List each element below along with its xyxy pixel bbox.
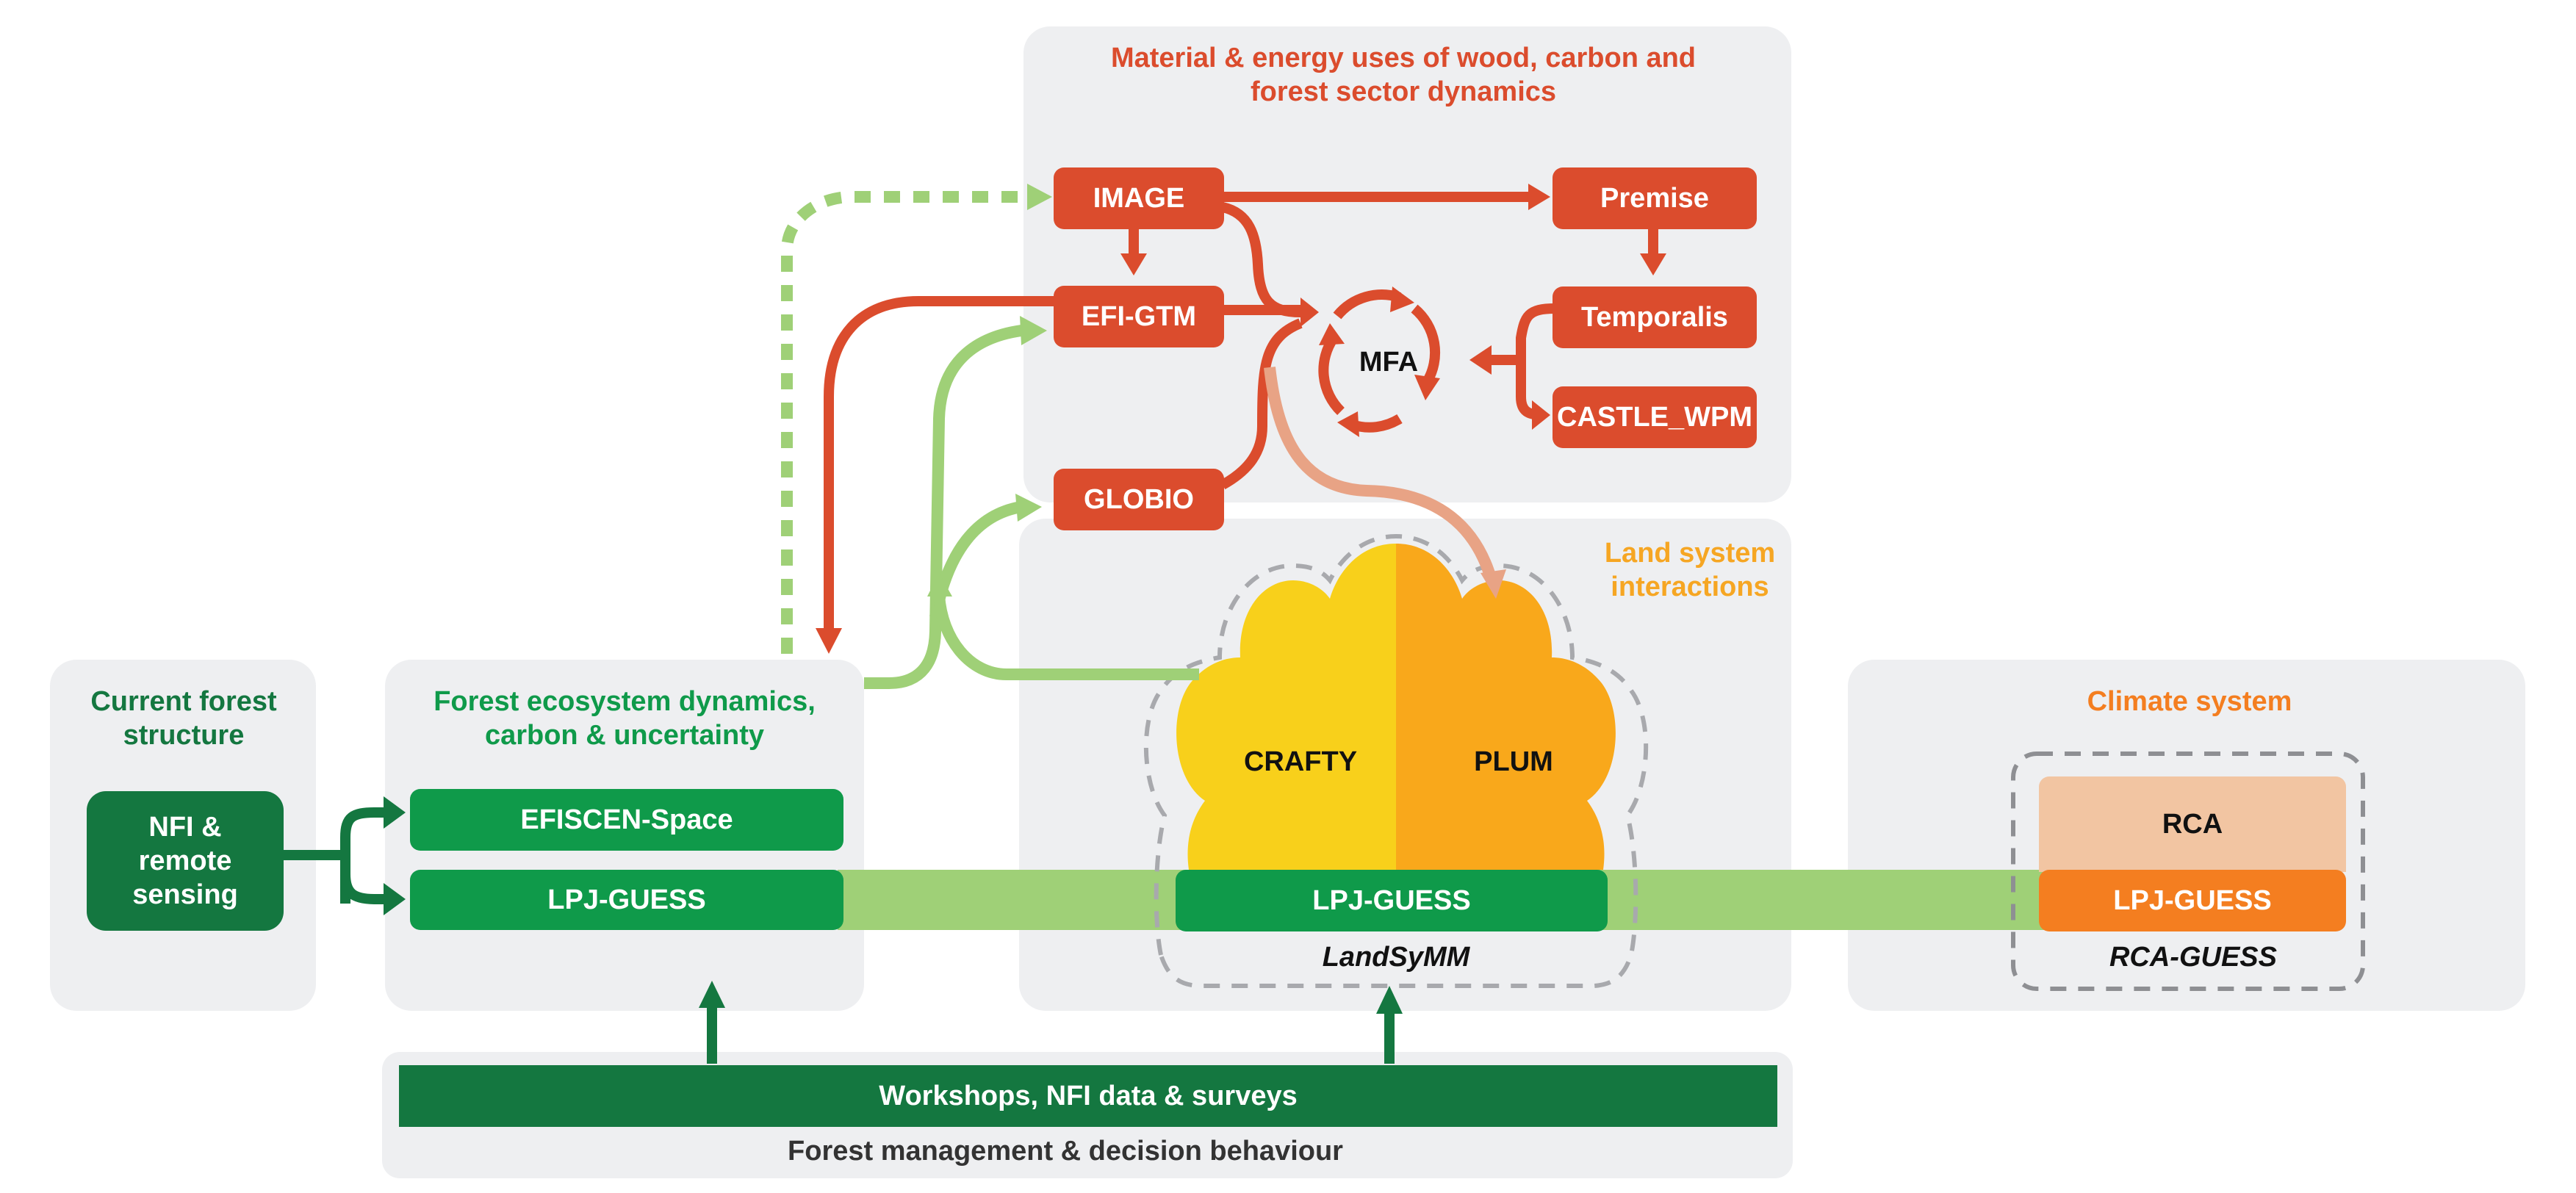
arrow-forest-to-image-dashed <box>781 191 1029 654</box>
castle-wpm-box[interactable]: CASTLE_WPM <box>1553 386 1757 448</box>
lpj-guess-forest-box[interactable]: LPJ-GUESS <box>410 870 843 930</box>
landsymm-label: LandSyMM <box>1322 942 1470 973</box>
crafty-label[interactable]: CRAFTY <box>1243 746 1358 777</box>
globio-box[interactable]: GLOBIO <box>1054 469 1224 530</box>
efi-gtm-box[interactable]: EFI-GTM <box>1054 286 1224 347</box>
arrow-forest-to-efigtm <box>864 325 1023 689</box>
mfa-label[interactable]: MFA <box>1359 347 1419 378</box>
nfi-remote-sensing-box[interactable]: NFI & remote sensing <box>87 791 284 931</box>
efiscen-space-box[interactable]: EFISCEN-Space <box>410 789 843 851</box>
forest-ecosystem-title: Forest ecosystem dynamics, carbon & unce… <box>433 686 816 751</box>
current-forest-title: Current forest structure <box>90 686 277 751</box>
lpj-guess-climate-box[interactable]: LPJ-GUESS <box>2039 870 2346 931</box>
arrow-nfi-to-efiscen <box>340 807 389 904</box>
plum-label[interactable]: PLUM <box>1474 746 1553 777</box>
temporalis-box[interactable]: Temporalis <box>1553 286 1757 348</box>
arrow-nfi-to-lpj <box>340 837 389 904</box>
climate-system-title: Climate system <box>2087 686 2292 717</box>
land-system-title: Land system interactions <box>1604 538 1776 602</box>
arrow-forest-to-globio <box>929 501 1023 619</box>
lpj-guess-land-box[interactable]: LPJ-GUESS <box>1176 870 1608 931</box>
rca-guess-label: RCA-GUESS <box>2109 942 2278 973</box>
rca-box[interactable]: RCA <box>2039 776 2346 872</box>
image-box[interactable]: IMAGE <box>1054 167 1224 229</box>
workshops-bar[interactable]: Workshops, NFI data & surveys <box>399 1065 1777 1127</box>
premise-box[interactable]: Premise <box>1553 167 1757 229</box>
forest-management-title: Forest management & decision behaviour <box>788 1136 1343 1167</box>
material-energy-title: Material & energy uses of wood, carbon a… <box>1110 43 1697 107</box>
